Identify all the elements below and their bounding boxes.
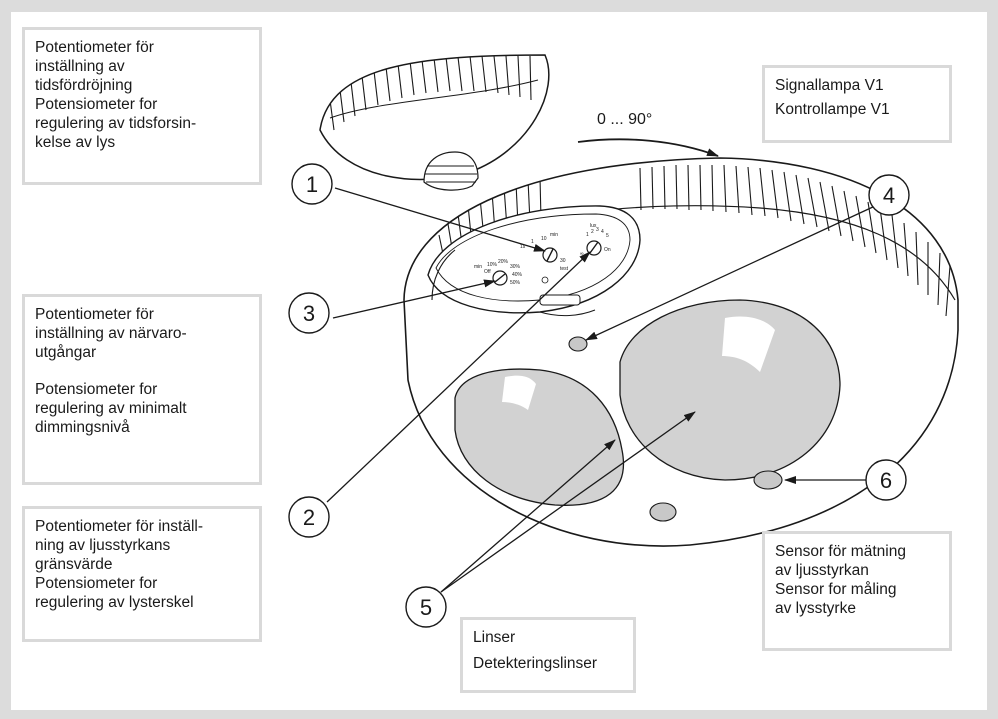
lux-dial-label-5: 5 — [606, 233, 609, 239]
dimming-dial-label-min: min — [474, 264, 482, 270]
lux-dial-label-infinity: ∞ — [580, 251, 584, 257]
signal-label-norwegian: Kontrollampe V1 — [775, 101, 890, 118]
label-box-signal-lamp: Signallampa V1 Kontrollampe V1 — [762, 65, 952, 143]
label-box-light-sensor: Sensor för mätning av ljusstyrkan Sensor… — [762, 531, 952, 651]
dimming-dial-label-20: 20% — [498, 259, 509, 265]
detection-lens-left — [454, 368, 624, 506]
lux-dial-label-2: 2 — [591, 229, 594, 235]
lux-dial-label-1: 1 — [586, 232, 589, 238]
lux-dial-label-3: 3 — [596, 227, 599, 233]
detached-cover — [319, 54, 550, 191]
timer-dial-label-1s: 1s — [520, 244, 526, 250]
lux-dial-label-lux: lux — [590, 223, 597, 229]
dimming-dial-label-10: 10% — [487, 262, 498, 268]
light-bulb-icon — [541, 276, 549, 284]
rotation-angle-label: 0 ... 90° — [597, 111, 652, 128]
bottom-sensor — [649, 502, 677, 522]
rotation-indicator: 0 ... 90° — [577, 111, 719, 157]
light-sensor — [753, 470, 783, 490]
lux-dial-label-on: On — [604, 247, 611, 253]
light-sensor-label-norwegian: Sensor for måling av lysstyrke — [775, 581, 897, 617]
lux-dial: On 1 2 3 4 lux 5 ∞ — [580, 223, 611, 257]
lenses-label-norwegian: Detekteringslinser — [473, 655, 598, 672]
detection-lens-right — [619, 299, 841, 481]
timer-dial-label-min: min — [550, 232, 558, 238]
label-box-timer-potentiometer: Potentiometer för inställning av tidsför… — [22, 27, 262, 185]
label-box-lux-potentiometer: Potentiometer för inställ- ning av ljuss… — [22, 506, 262, 642]
dimming-dial-label-30: 30% — [510, 264, 521, 270]
dimming-dial-label-40: 40% — [512, 272, 523, 278]
signal-lamp — [568, 336, 588, 352]
presence-label-swedish: Potentiometer för inställning av närvaro… — [35, 306, 187, 361]
callout-4-number: 4 — [883, 183, 895, 208]
timer-dial: 1s 1 10 min 30 test — [520, 232, 569, 272]
callout-1: 1 — [291, 163, 333, 205]
callout-1-number: 1 — [306, 172, 318, 197]
timer-dial-label-10: 10 — [541, 236, 547, 242]
callout-5: 5 — [405, 586, 447, 628]
sensor-body: 1s 1 10 min 30 test On 1 2 3 4 lux 5 ∞ O… — [403, 157, 959, 547]
timer-dial-label-30: 30 — [560, 258, 566, 264]
dimming-dial-label-off: Off — [484, 269, 491, 275]
timer-label-swedish: Potentiometer för inställning av tidsför… — [35, 39, 154, 94]
presence-label-norwegian: Potensiometer for regulering av minimalt… — [35, 381, 187, 436]
callout-5-number: 5 — [420, 595, 432, 620]
timer-label-norwegian: Potensiometer for regulering av tidsfors… — [35, 96, 197, 151]
callout-4: 4 — [868, 174, 910, 216]
signal-label-swedish: Signallampa V1 — [775, 77, 884, 94]
callout-2: 2 — [288, 496, 330, 538]
label-box-presence-potentiometer: Potentiometer för inställning av närvaro… — [22, 294, 262, 485]
callout-3-number: 3 — [303, 301, 315, 326]
callout-6-number: 6 — [880, 468, 892, 493]
callout-3: 3 — [288, 292, 330, 334]
timer-dial-label-1: 1 — [531, 239, 534, 245]
dimming-dial: Off 10% 20% 30% 40% 50% min — [474, 259, 549, 286]
callout-2-number: 2 — [303, 505, 315, 530]
lux-label-norwegian: Potensiometer for regulering av lystersk… — [35, 575, 194, 611]
callout-leaders — [326, 187, 876, 593]
lux-label-swedish: Potentiometer för inställ- ning av ljuss… — [35, 518, 203, 573]
callout-6: 6 — [865, 459, 907, 501]
lenses-label-swedish: Linser — [473, 629, 516, 646]
timer-dial-label-test: test — [560, 266, 569, 272]
label-box-lenses: Linser Detekteringslinser — [460, 617, 636, 693]
light-sensor-label-swedish: Sensor för mätning av ljusstyrkan — [775, 543, 906, 579]
dimming-dial-label-50: 50% — [510, 280, 521, 286]
lux-dial-label-4: 4 — [601, 229, 604, 235]
rotation-arrow — [577, 138, 719, 157]
